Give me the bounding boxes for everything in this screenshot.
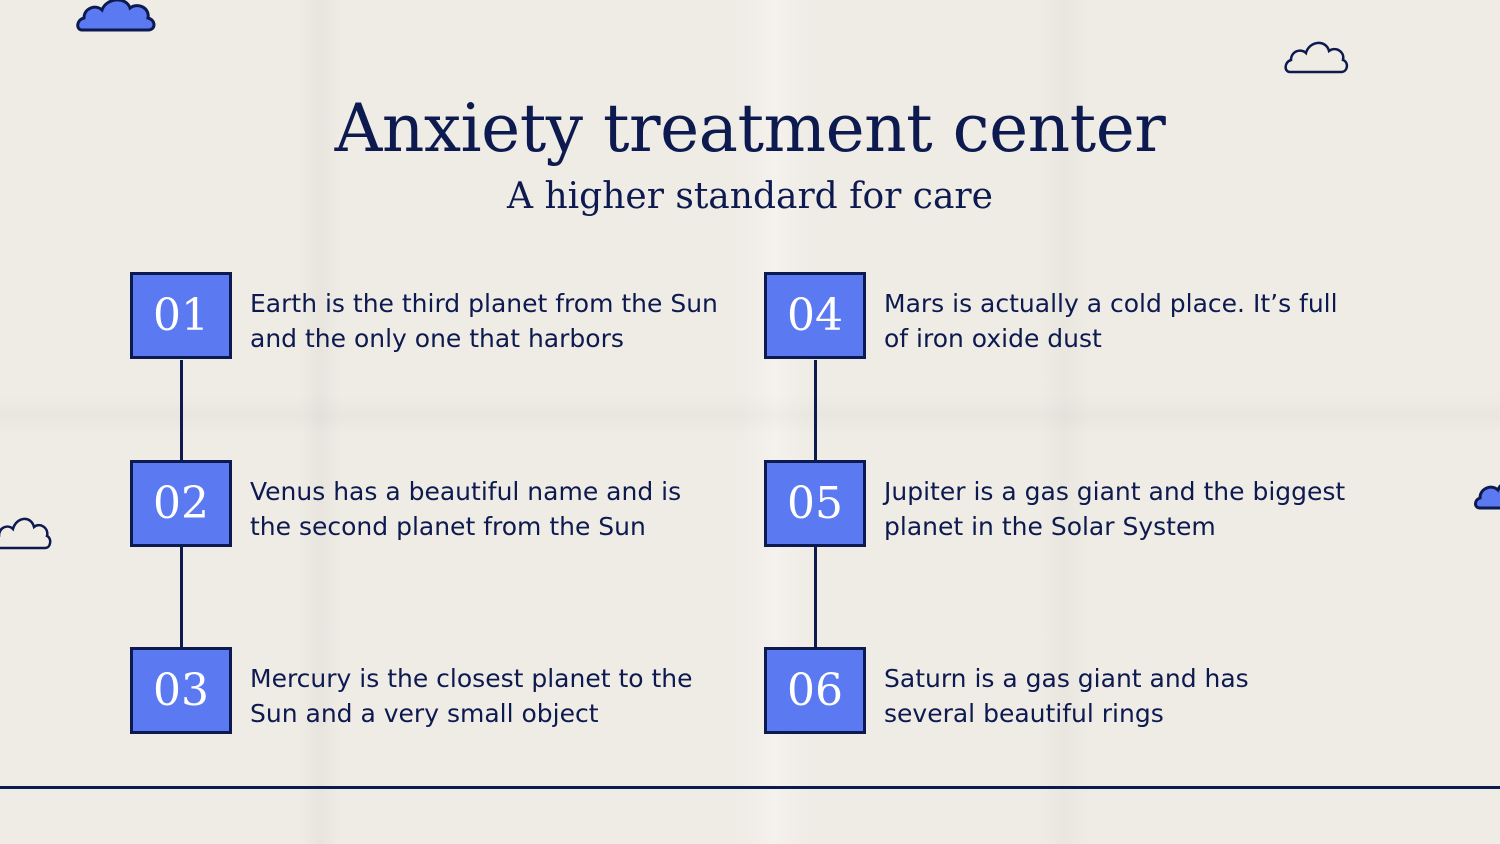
step-description: Venus has a beautiful name and is the se… [250,477,682,541]
paper-texture [0,395,1500,435]
paper-texture [1040,0,1090,844]
timeline-connector [180,547,183,647]
timeline-connector [180,360,183,460]
cloud-icon [76,0,156,32]
step-number-box: 04 [764,272,866,359]
step-number-box: 05 [764,460,866,547]
step-number-box: 03 [130,647,232,734]
step-number-box: 02 [130,460,232,547]
timeline-connector [814,547,817,647]
step-description: Jupiter is a gas giant and the biggest p… [884,477,1346,541]
step-description: Earth is the third planet from the Sun a… [250,289,718,353]
cloud-outline-icon [0,517,52,550]
page-subtitle: A higher standard for care [507,176,993,217]
cloud-icon [1474,484,1500,510]
page-title: Anxiety treatment center [334,90,1166,167]
timeline-connector [814,360,817,460]
cloud-outline-icon [1284,41,1349,74]
bottom-divider [0,786,1500,789]
paper-texture [300,0,340,844]
step-description: Mercury is the closest planet to the Sun… [250,664,693,728]
step-description: Saturn is a gas giant and has several be… [884,664,1249,728]
step-number-box: 01 [130,272,232,359]
step-description: Mars is actually a cold place. It’s full… [884,289,1338,353]
step-number-box: 06 [764,647,866,734]
